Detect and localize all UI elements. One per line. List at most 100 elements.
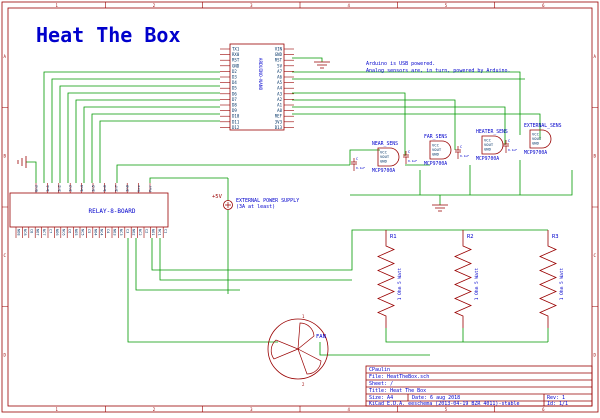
relay-ref: RELAY-8-BOARD — [89, 208, 136, 215]
resistor-r1: R1 1 Ohm 5 Watt — [377, 230, 403, 328]
relay-pin-gnd: Gnd — [34, 185, 39, 192]
arduino-pin-d9: D9 — [232, 108, 237, 113]
relay-pin-nc2: NC2 — [138, 229, 142, 236]
relay-pin-c8: C8 — [29, 229, 33, 233]
power-label-1: EXTERNAL POWER SUPPLY — [236, 198, 299, 204]
arduino-pin-d10: D10 — [232, 114, 240, 119]
tb-file: File: HeatTheBox.sch — [369, 374, 429, 380]
relay-pin-nc3: NC3 — [119, 229, 123, 236]
tb-file-label: CPaulin — [369, 367, 390, 373]
sensor-name: FAR_SENS — [424, 134, 447, 140]
relay-pin-no6: NO6 — [55, 229, 59, 236]
arduino-pin-a2: A2 — [277, 97, 282, 102]
sensor-body — [429, 140, 452, 160]
arduino-pin-d3: D3 — [232, 75, 237, 80]
relay-pin-nc6: NC6 — [61, 229, 65, 236]
arduino-pin-d12: D12 — [232, 125, 240, 130]
power-voltage: +5V — [212, 194, 223, 200]
relay-pin-c2: C2 — [145, 229, 149, 233]
border-row-D: D — [4, 352, 7, 357]
relay-pin-in2: In2 — [56, 185, 61, 192]
capacitor-label: C — [408, 150, 410, 154]
arduino-pin-a1: A1 — [277, 103, 282, 108]
heating-resistors: R1 1 Ohm 5 Watt R2 1 Ohm 5 Watt R3 1 Ohm 5 Wa… — [377, 230, 565, 328]
relay-pin-no5: NO5 — [74, 229, 78, 236]
fan-pin-1: 1 — [302, 314, 305, 319]
border-col-5-bottom: 5 — [445, 407, 448, 412]
resistor-ref: R3 — [552, 234, 559, 240]
arduino-pin-5v: 5V — [277, 63, 282, 68]
arduino-ref: ARDUINO-NANO — [257, 58, 263, 91]
border-col-2-bottom: 2 — [153, 407, 156, 412]
sensor-pin-vcc: VCC — [432, 143, 439, 148]
resistor-value: 1 Ohm 5 Watt — [559, 267, 565, 300]
sensor-pin-gnd: GND — [532, 141, 540, 146]
arduino-pin-a4: A4 — [277, 86, 282, 91]
sensor-part: MCP9700A — [372, 168, 395, 174]
relay-pin-in4: In4 — [79, 184, 84, 192]
relay-pin-no2: NO2 — [132, 229, 136, 236]
relay-pin-in1: In1 — [45, 184, 50, 192]
relay-pin-in3: In3 — [68, 185, 73, 192]
sensor-body — [529, 129, 552, 149]
capacitor-value: 0.1uF — [356, 166, 365, 170]
sensor-name: HEATER_SENS — [476, 129, 508, 135]
resistor-ref: R1 — [390, 234, 397, 240]
tb-sheet: Sheet: / — [369, 381, 393, 387]
border-col-3-bottom: 3 — [250, 407, 253, 412]
schematic-title: Heat The Box — [36, 23, 181, 47]
arduino-pin-d13: D13 — [275, 125, 283, 130]
resistor-ref: R2 — [467, 234, 474, 240]
border-row-B: B — [4, 153, 7, 158]
arduino-pin-rst: RST — [275, 58, 283, 63]
border-col-4-bottom: 4 — [347, 407, 350, 412]
arduino-pin-d5: D5 — [232, 86, 237, 91]
fan: FAN 1 2 — [267, 314, 329, 387]
border-col-1: 1 — [55, 3, 58, 8]
relay-pin-c3: C3 — [125, 229, 129, 233]
resistor-value: 1 Ohm 5 Watt — [397, 267, 403, 300]
sensor-part: MCP9700A — [424, 161, 447, 167]
wires — [26, 57, 573, 356]
arduino-pin-a3: A3 — [277, 91, 282, 96]
capacitor-symbol — [403, 151, 409, 164]
relay-pin-pwr: Pwr — [148, 184, 153, 192]
border-col-3: 3 — [250, 3, 253, 8]
arduino-pin-a6: A6 — [277, 75, 282, 80]
arduino-pin-a7: A7 — [277, 69, 282, 74]
arduino-pin-3v3: 3V3 — [275, 119, 283, 124]
note-line-1: Arduino is USB powered. — [366, 61, 435, 67]
relay-pin-c6: C6 — [68, 229, 72, 233]
border-col-2: 2 — [153, 3, 156, 8]
sensor-pin-vcc: VCC — [532, 132, 539, 137]
capacitor-label: C — [356, 157, 358, 161]
border-col-5: 5 — [445, 3, 448, 8]
fan-label: FAN — [316, 334, 326, 340]
note-line-2: Analog sensors are, in turn, powered by … — [366, 68, 511, 74]
relay-pin-c1: C1 — [164, 229, 168, 233]
sensor-body — [377, 147, 400, 167]
arduino-pin-vin: VIN — [275, 47, 283, 52]
arduino-pin-a5: A5 — [277, 80, 282, 85]
sensor-name: EXTERNAL_SENS — [524, 123, 562, 129]
arduino-pin-ref: REF — [275, 114, 283, 119]
temperature-sensors: VCCVOUTGNDNEAR_SENSMCP9700AC0.1uFVCCVOUT… — [351, 123, 562, 174]
arduino-pin-tx1: TX1 — [232, 47, 240, 52]
capacitor-symbol — [455, 146, 461, 159]
capacitor-value: 0.1uF — [460, 154, 469, 158]
sensor-pin-vout: VOUT — [380, 154, 390, 159]
relay-pin-c5: C5 — [87, 229, 91, 233]
resistor-value: 1 Ohm 5 Watt — [474, 267, 480, 300]
sensor-part: MCP9700A — [524, 150, 547, 156]
tb-id: Id: 1/1 — [547, 401, 568, 407]
sensor-pin-gnd: GND — [484, 147, 492, 152]
sensor-pin-vcc: VCC — [380, 150, 387, 155]
